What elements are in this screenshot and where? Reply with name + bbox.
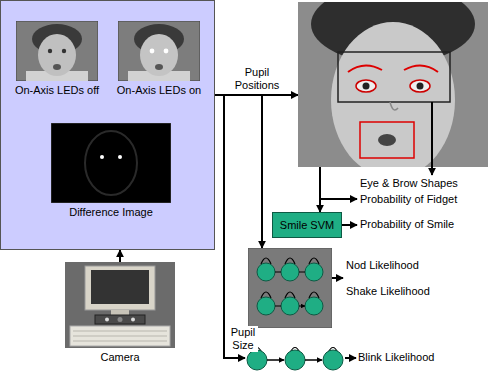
hmm-nod-shake (248, 248, 332, 328)
hmm-chain (245, 345, 345, 371)
blink-output-arrow (345, 357, 356, 359)
art-ellipse (356, 80, 376, 92)
art-rect (360, 122, 414, 158)
art-path (404, 65, 438, 72)
art-circle (48, 49, 52, 53)
art-rect (16, 21, 98, 81)
art-circle (417, 83, 424, 90)
image-frame: Difference Image (41, 123, 181, 223)
art-circle (105, 318, 109, 322)
art-path (73, 331, 167, 341)
image-caption: Difference Image (41, 206, 181, 219)
art-circle (285, 350, 305, 370)
art-path (275, 272, 305, 306)
difference-image (51, 123, 171, 203)
output-label: Eye & Brow Shapes (360, 177, 458, 190)
classifier-box: Smile SVM (272, 212, 342, 238)
smile-output-arrow (342, 224, 357, 226)
art-rect (338, 52, 450, 102)
face-photo (298, 2, 488, 167)
nod-shake-output-arrow (332, 277, 343, 279)
eye-output-arrow (431, 166, 433, 175)
art-ellipse (38, 34, 76, 76)
art-ellipse (410, 80, 430, 92)
art-circle (363, 83, 370, 90)
art-rect (118, 21, 200, 81)
image-frame: On-Axis LEDs off (2, 21, 112, 101)
art-circle (305, 297, 323, 315)
art-rect (70, 326, 170, 346)
art-path (390, 102, 398, 110)
classifier-label: Smile SVM (280, 219, 334, 232)
hmm-box (248, 248, 332, 328)
output-label: Probability of Fidget (360, 193, 457, 206)
art-rect (91, 270, 149, 304)
art-circle (118, 155, 122, 159)
art-line (267, 359, 284, 361)
art-rect (85, 266, 155, 310)
image-caption: On-Axis LEDs on (104, 84, 214, 97)
input-panel: On-Axis LEDs off On-Axis LEDs on Differe… (0, 0, 215, 250)
art-rect (248, 248, 332, 328)
art-line (305, 359, 322, 361)
output-label: Blink Likelihood (358, 351, 434, 364)
art-rect (95, 315, 145, 324)
flow-arrow (215, 95, 262, 248)
flow-arrow (119, 250, 121, 262)
art-rect (65, 262, 175, 348)
art-circle (100, 155, 104, 159)
art-circle (150, 49, 155, 54)
art-circle (281, 263, 299, 281)
flow-arrow (319, 167, 321, 212)
hmm-blink (245, 345, 345, 371)
art-circle (118, 317, 123, 322)
art-circle (164, 49, 169, 54)
edge-label: Pupil Size (228, 326, 258, 352)
fidget-output-arrow (320, 198, 357, 200)
art-ellipse (155, 64, 163, 70)
art-ellipse (331, 22, 455, 167)
art-ellipse (53, 64, 61, 70)
art-ellipse (85, 131, 137, 195)
art-circle (305, 263, 323, 281)
art-rect (111, 310, 129, 315)
art-circle (323, 350, 343, 370)
image-caption: Camera (57, 351, 183, 364)
art-path (348, 65, 382, 72)
art-circle (257, 297, 275, 315)
output-label: Shake Likelihood (346, 285, 430, 298)
art-ellipse (140, 34, 178, 76)
image-caption: On-Axis LEDs off (2, 84, 112, 97)
art-circle (257, 263, 275, 281)
art-circle (62, 49, 66, 53)
art-circle (131, 318, 135, 322)
photo-leds-off (16, 21, 98, 81)
image-frame: On-Axis LEDs on (104, 21, 214, 101)
camera-photo (65, 262, 175, 348)
camera-frame: Camera (57, 262, 183, 368)
output-label: Probability of Smile (360, 218, 454, 231)
art-circle (247, 350, 267, 370)
art-ellipse (378, 134, 396, 146)
art-rect (51, 123, 171, 203)
flow-arrow (215, 95, 245, 358)
edge-label: Pupil Positions (226, 66, 288, 92)
photo-leds-on (118, 21, 200, 81)
art-line (431, 102, 433, 167)
face-frame (298, 2, 488, 167)
art-circle (281, 297, 299, 315)
output-label: Nod Likelihood (346, 259, 419, 272)
